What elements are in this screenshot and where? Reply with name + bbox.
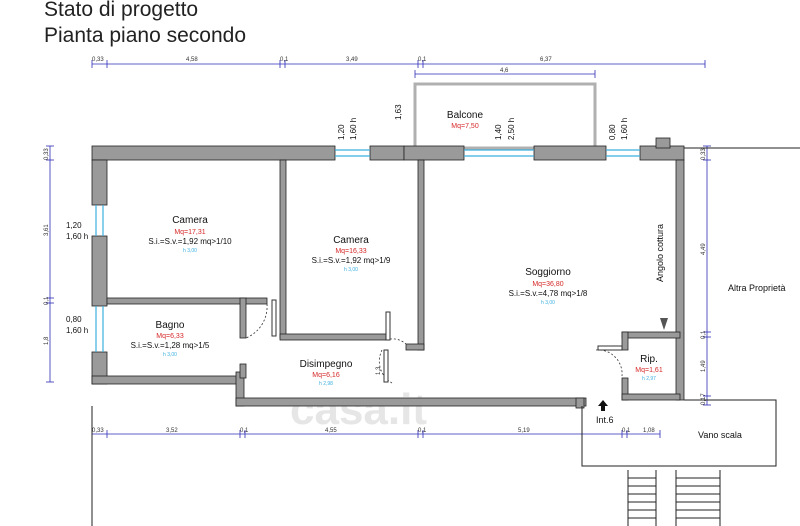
room-bagno: Bagno Mq=6,33 S.i.=S.v.=1,28 mq>1/5 h 3,… bbox=[131, 320, 210, 358]
right-dim-1: 0,33 bbox=[701, 148, 707, 160]
left-dim-2: 3,61 bbox=[44, 224, 50, 236]
left-window2-height: 1,60 h bbox=[66, 326, 88, 335]
left-window1-height: 1,60 h bbox=[66, 232, 88, 241]
room-soggiorno: Soggiorno Mq=36,80 S.i.=S.v.=4,78 mq>1/8… bbox=[509, 267, 588, 306]
bottom-dim-3: 0,1 bbox=[240, 428, 249, 434]
room-height: h 3,00 bbox=[163, 352, 177, 358]
room-disimpegno: Disimpegno Mq=6,16 h 2,98 bbox=[300, 359, 353, 387]
window1-width: 1,20 bbox=[337, 124, 346, 140]
room-area: Mq=6,16 bbox=[312, 372, 340, 379]
left-dim-4: 1,8 bbox=[44, 336, 50, 345]
bottom-dim-4: 4,55 bbox=[325, 428, 337, 434]
room-window-ratio: S.i.=S.v.=1,92 mq>1/10 bbox=[148, 237, 232, 246]
window3-height: 1,60 h bbox=[620, 118, 629, 140]
top-dim-5: 0,1 bbox=[418, 57, 427, 63]
entrance-arrow-icon bbox=[598, 400, 608, 411]
room-balcone: Balcone Mq=7,50 bbox=[447, 110, 484, 130]
doors bbox=[245, 303, 623, 384]
right-dim-3: 0,1 bbox=[701, 330, 707, 339]
plan-title-line1: Stato di progetto bbox=[44, 0, 199, 21]
bottom-dimension-chain bbox=[91, 430, 661, 438]
left-window2-width: 0,80 bbox=[66, 315, 82, 324]
room-rip: Rip. Mq=1,61 h 2,97 bbox=[635, 354, 663, 382]
stairwell bbox=[581, 399, 777, 526]
room-name: Camera bbox=[333, 235, 369, 246]
room-height: h 2,97 bbox=[642, 376, 656, 382]
bottom-dim-8: 1,08 bbox=[643, 428, 655, 434]
room-name: Rip. bbox=[640, 354, 658, 365]
room-area: Mq=1,61 bbox=[635, 367, 663, 374]
window1-height: 1,60 h bbox=[349, 118, 358, 140]
vano-scala-label: Vano scala bbox=[698, 430, 742, 440]
windows bbox=[95, 149, 640, 352]
top-dimension-chain bbox=[91, 60, 706, 78]
room-area: Mq=36,80 bbox=[532, 281, 563, 288]
apartment-number: Int.6 bbox=[596, 415, 614, 425]
bottom-dim-1: 0,33 bbox=[92, 428, 104, 434]
watermark-text: casa.it bbox=[290, 385, 427, 434]
left-window1-width: 1,20 bbox=[66, 221, 82, 230]
balcony-outline bbox=[413, 82, 597, 150]
disimpegno-door-dim: 1,3 bbox=[376, 366, 382, 375]
bottom-dim-7: 0,1 bbox=[622, 428, 631, 434]
altra-proprieta-label: Altra Proprietà bbox=[728, 283, 786, 293]
room-camera2: Camera Mq=16,33 S.i.=S.v.=1,92 mq>1/9 h … bbox=[312, 235, 391, 273]
room-height: h 3,00 bbox=[541, 300, 555, 306]
right-dim-5: 0,17 bbox=[701, 393, 707, 405]
right-dim-4: 1,49 bbox=[701, 360, 707, 372]
room-name: Balcone bbox=[447, 110, 484, 121]
balcony-width-dim: 4,6 bbox=[500, 68, 509, 74]
room-window-ratio: S.i.=S.v.=4,78 mq>1/8 bbox=[509, 289, 588, 298]
bottom-dim-6: 5,19 bbox=[518, 428, 530, 434]
bottom-dim-2: 3,52 bbox=[166, 428, 178, 434]
room-window-ratio: S.i.=S.v.=1,92 mq>1/9 bbox=[312, 256, 391, 265]
window3-width: 0,80 bbox=[608, 124, 617, 140]
room-name: Soggiorno bbox=[525, 267, 571, 278]
room-name: Disimpegno bbox=[300, 359, 353, 370]
angolo-cottura-label: Angolo cottura bbox=[655, 224, 665, 282]
room-height: h 3,00 bbox=[183, 248, 197, 254]
room-area: Mq=16,33 bbox=[335, 248, 366, 255]
balcony-window-height: 2,50 h bbox=[507, 118, 516, 140]
balcony-depth: 1,63 bbox=[394, 104, 403, 120]
right-dim-2: 4,49 bbox=[701, 243, 707, 255]
left-dim-1: 0,33 bbox=[44, 148, 50, 160]
room-height: h 2,98 bbox=[319, 381, 333, 387]
room-area: Mq=17,31 bbox=[174, 229, 205, 236]
room-window-ratio: S.i.=S.v.=1,28 mq>1/5 bbox=[131, 341, 210, 350]
top-dim-4: 3,49 bbox=[346, 57, 358, 63]
room-name: Bagno bbox=[156, 320, 185, 331]
room-height: h 3,00 bbox=[344, 267, 358, 273]
kitchen-marker-icon bbox=[660, 318, 668, 330]
room-area: Mq=7,50 bbox=[451, 123, 479, 130]
left-dimension-chain bbox=[46, 145, 54, 383]
top-dim-3: 0,1 bbox=[280, 57, 289, 63]
right-dimension-chain bbox=[703, 145, 711, 406]
top-dim-1: 0,33 bbox=[92, 57, 104, 63]
left-dim-3: 0,1 bbox=[44, 296, 50, 305]
top-dim-2: 4,58 bbox=[186, 57, 198, 63]
balcony-window-width: 1,40 bbox=[494, 124, 503, 140]
plan-title-line2: Pianta piano secondo bbox=[44, 24, 246, 47]
room-name: Camera bbox=[172, 215, 208, 226]
room-area: Mq=6,33 bbox=[156, 333, 184, 340]
walls bbox=[91, 137, 685, 409]
door-leaves bbox=[271, 299, 623, 383]
room-camera1: Camera Mq=17,31 S.i.=S.v.=1,92 mq>1/10 h… bbox=[148, 215, 232, 254]
top-dim-6: 6,37 bbox=[540, 57, 552, 63]
bottom-dim-5: 0,1 bbox=[418, 428, 427, 434]
